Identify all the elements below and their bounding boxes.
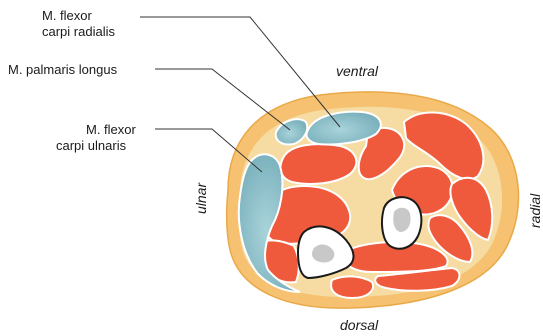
label-flexor-carpi-ulnaris-line2: carpi ulnaris (56, 138, 127, 153)
radius-bone (382, 197, 421, 249)
label-flexor-carpi-radialis-line2: carpi radialis (42, 24, 115, 39)
direction-radial: radial (527, 193, 543, 228)
muscle-dorsal-small (331, 276, 373, 298)
label-flexor-carpi-radialis-line1: M. flexor (42, 8, 93, 23)
direction-dorsal: dorsal (340, 317, 379, 333)
muscle-ventral-medial (280, 144, 356, 184)
direction-ventral: ventral (336, 63, 379, 79)
label-flexor-carpi-ulnaris-line1: M. flexor (86, 122, 137, 137)
label-palmaris-longus: M. palmaris longus (8, 62, 118, 77)
direction-ulnar: ulnar (193, 182, 209, 214)
